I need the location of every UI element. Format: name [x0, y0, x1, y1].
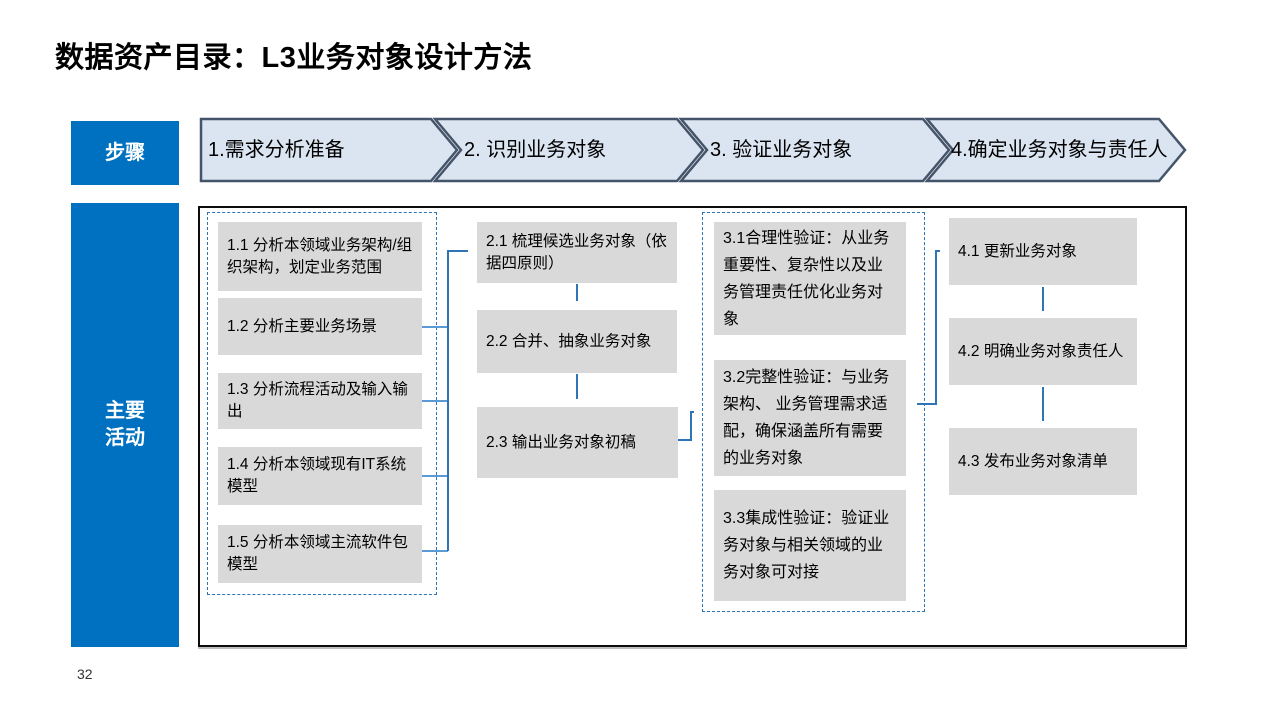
steps-row-label: 步骤	[71, 121, 179, 185]
step-3-label: 3. 验证业务对象	[710, 138, 853, 161]
activity-box-1-5: 1.5 分析本领域主流软件包模型	[218, 525, 422, 583]
step-4-chevron-shape	[924, 117, 1187, 183]
activity-box-1-1: 1.1 分析本领域业务架构/组织架构，划定业务范围	[218, 222, 422, 291]
phase1-group-outline	[207, 212, 437, 595]
activity-box-2-3: 2.3 输出业务对象初稿	[477, 407, 678, 478]
activity-box-2-2: 2.2 合并、抽象业务对象	[477, 310, 677, 373]
activity-box-3-1: 3.1合理性验证：从业务重要性、复杂性以及业务管理责任优化业务对象	[714, 222, 906, 335]
activity-box-1-3: 1.3 分析流程活动及输入输出	[218, 373, 422, 429]
activities-row-label-text: 主要活动	[105, 400, 145, 449]
activity-box-2-1: 2.1 梳理候选业务对象（依据四原则）	[477, 222, 677, 283]
activity-box-4-2: 4.2 明确业务对象责任人	[949, 318, 1137, 385]
activity-box-4-3: 4.3 发布业务对象清单	[949, 428, 1137, 495]
activity-box-1-4: 1.4 分析本领域现有IT系统模型	[218, 447, 422, 505]
steps-chevron-shapes	[199, 117, 1187, 183]
phase3-group-outline	[702, 212, 925, 612]
step-1-chevron-shape	[199, 117, 459, 183]
slide-title: 数据资产目录：L3业务对象设计方法	[55, 42, 533, 74]
page-number: 32	[77, 666, 93, 682]
step-3-chevron-shape	[678, 117, 951, 183]
step-1-label: 1.需求分析准备	[208, 138, 345, 161]
activity-box-3-3: 3.3集成性验证：验证业务对象与相关领域的业务对象可对接	[714, 490, 906, 601]
activity-box-3-2: 3.2完整性验证：与业务架构、 业务管理需求适配，确保涵盖所有需要的业务对象	[714, 360, 906, 476]
step-4-label: 4.确定业务对象与责任人	[951, 138, 1168, 161]
step-2-label: 2. 识别业务对象	[464, 138, 607, 161]
activity-box-1-2: 1.2 分析主要业务场景	[218, 298, 422, 355]
activity-box-4-1: 4.1 更新业务对象	[949, 218, 1137, 285]
step-2-chevron-shape	[432, 117, 705, 183]
activities-row-label: 主要活动	[71, 203, 179, 647]
